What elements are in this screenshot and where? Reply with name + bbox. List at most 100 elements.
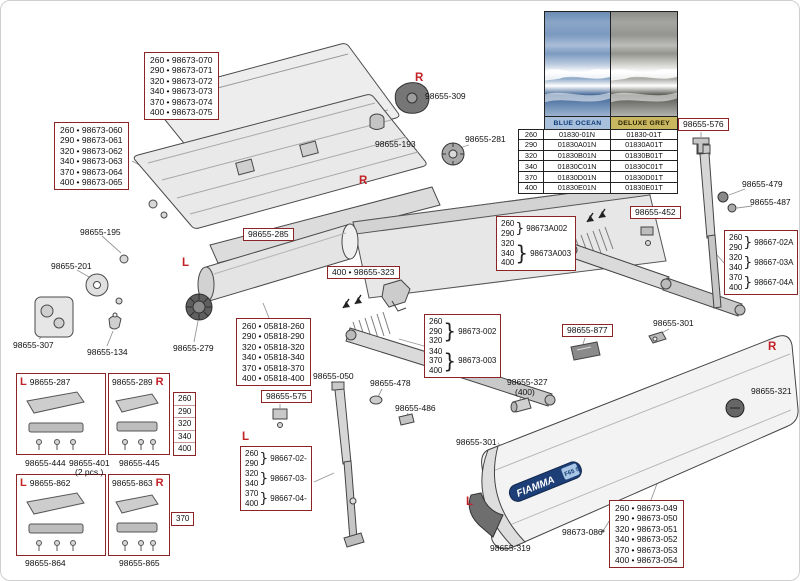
part-number: 98667-04A [754, 278, 794, 287]
roller-tube [197, 223, 359, 303]
part-line: 290 • 98673-071 [150, 65, 213, 76]
bracket-sizes-stack: 260 290 320 340 400 [173, 392, 197, 456]
part-line: 370 • 05818-370 [242, 362, 305, 373]
part-label-98655-864: 98655-864 [25, 558, 66, 568]
brace-glyph: } [515, 220, 525, 237]
fabric-swatches [544, 11, 678, 117]
part-line: 340 • 05818-340 [242, 352, 305, 363]
front-panel-parts-box: 260 • 98673-060 290 • 98673-061 320 • 98… [54, 122, 129, 191]
size: 260 [245, 449, 259, 458]
part-line: 400 • 98673-054 [615, 555, 678, 566]
part-label-98655-445: 98655-445 [119, 458, 160, 468]
size: 340 [729, 262, 743, 272]
part-label-98655-285: 98655-285 [243, 228, 294, 242]
right-marker: R [359, 175, 368, 187]
size: 320 [245, 469, 259, 478]
part-line: 320 • 98673-051 [615, 523, 678, 534]
size: 340 [245, 478, 259, 488]
size-cell: 290 [518, 139, 544, 151]
part-label-98655-195: 98655-195 [80, 227, 121, 237]
canopy-parts-box: 260 • 98673-049 290 • 98673-050 320 • 98… [609, 500, 684, 569]
grey-part-cell: 01830E01T [611, 182, 678, 194]
left-marker: L [242, 431, 250, 443]
size: 320 [174, 417, 196, 430]
bracket-size-370: 370 [171, 512, 195, 526]
size: 260 [429, 317, 443, 326]
size: 370 [176, 514, 190, 523]
part-label-98655-865: 98655-865 [119, 558, 160, 568]
size: 290 [429, 326, 443, 336]
part-line: 370 • 98673-053 [615, 544, 678, 555]
part-label-98655-862: 98655-862 [29, 478, 71, 488]
brace-glyph: } [259, 490, 269, 507]
part-label-98655-575: 98655-575 [261, 390, 312, 404]
part-label-98655-327-qty: (400) [515, 387, 535, 397]
header-deluxe-grey: DELUXE GREY [611, 116, 678, 130]
support-leg-right [696, 144, 737, 309]
blue-part-cell: 01830-01N [544, 129, 611, 140]
size: 400 [174, 442, 196, 455]
fabric-swatch-blue-ocean [544, 11, 611, 117]
part-number: 98667-03A [754, 258, 794, 267]
part-label-98655-193: 98655-193 [375, 139, 416, 149]
part-label-98655-134: 98655-134 [87, 347, 128, 357]
size-cell: 340 [518, 161, 544, 173]
case-front-panel [133, 94, 427, 229]
part-line: 290 • 05818-290 [242, 331, 305, 342]
brace-glyph: } [443, 319, 457, 344]
part-line: 340 • 98673-063 [60, 156, 123, 167]
brace-glyph: } [743, 234, 753, 251]
part-label-98673-086: 98673-086 [562, 527, 603, 537]
part-label-98655-309: 98655-309 [425, 91, 466, 101]
size: 320 [729, 253, 743, 262]
right-marker: R [155, 477, 164, 489]
winch-assembly [34, 254, 129, 338]
brace-glyph: } [259, 470, 269, 487]
roller-parts-box: 260 • 05818-260 290 • 05818-290 320 • 05… [236, 318, 311, 387]
part-line: 260 • 98673-049 [615, 503, 678, 513]
part-line: 320 • 05818-320 [242, 341, 305, 352]
part-label-98655-478: 98655-478 [370, 378, 411, 388]
part-label-98655-401-qty: (2 pcs.) [75, 467, 104, 477]
size: 340 [429, 346, 443, 356]
part-label-98655-327: 98655-327 [507, 377, 548, 387]
size: 400 [245, 498, 259, 508]
part-label-98655-279: 98655-279 [173, 343, 214, 353]
spacer-bush [369, 113, 385, 130]
left-marker: L [182, 257, 190, 269]
part-label-98655-486: 98655-486 [395, 403, 436, 413]
fiamma-model-text: F65 S [564, 467, 581, 479]
part-label-98655-877: 98655-877 [562, 324, 613, 338]
size: 400 [429, 365, 443, 375]
part-label-98655-287: 98655-287 [29, 377, 71, 387]
size: 400 [501, 258, 515, 267]
part-line: 340 • 98673-073 [150, 86, 213, 97]
part-number: 98673A003 [530, 248, 572, 258]
left-marker: L [466, 496, 474, 508]
size: 320 [501, 239, 515, 248]
header-blue-ocean: BLUE OCEAN [544, 116, 611, 130]
part-label-98655-281: 98655-281 [465, 134, 506, 144]
part-label-98655-863: 98655-863 [112, 478, 153, 488]
size: 320 [429, 336, 443, 345]
part-number: 98673-002 [458, 326, 497, 336]
part-line: 290 • 98673-061 [60, 135, 123, 146]
part-number: 98667-02- [270, 454, 307, 463]
bracket-detail-drawings [26, 391, 159, 551]
blue-part-cell: 01830C01N [544, 161, 611, 173]
size-cell: 320 [518, 150, 544, 162]
right-marker: R [768, 341, 777, 353]
